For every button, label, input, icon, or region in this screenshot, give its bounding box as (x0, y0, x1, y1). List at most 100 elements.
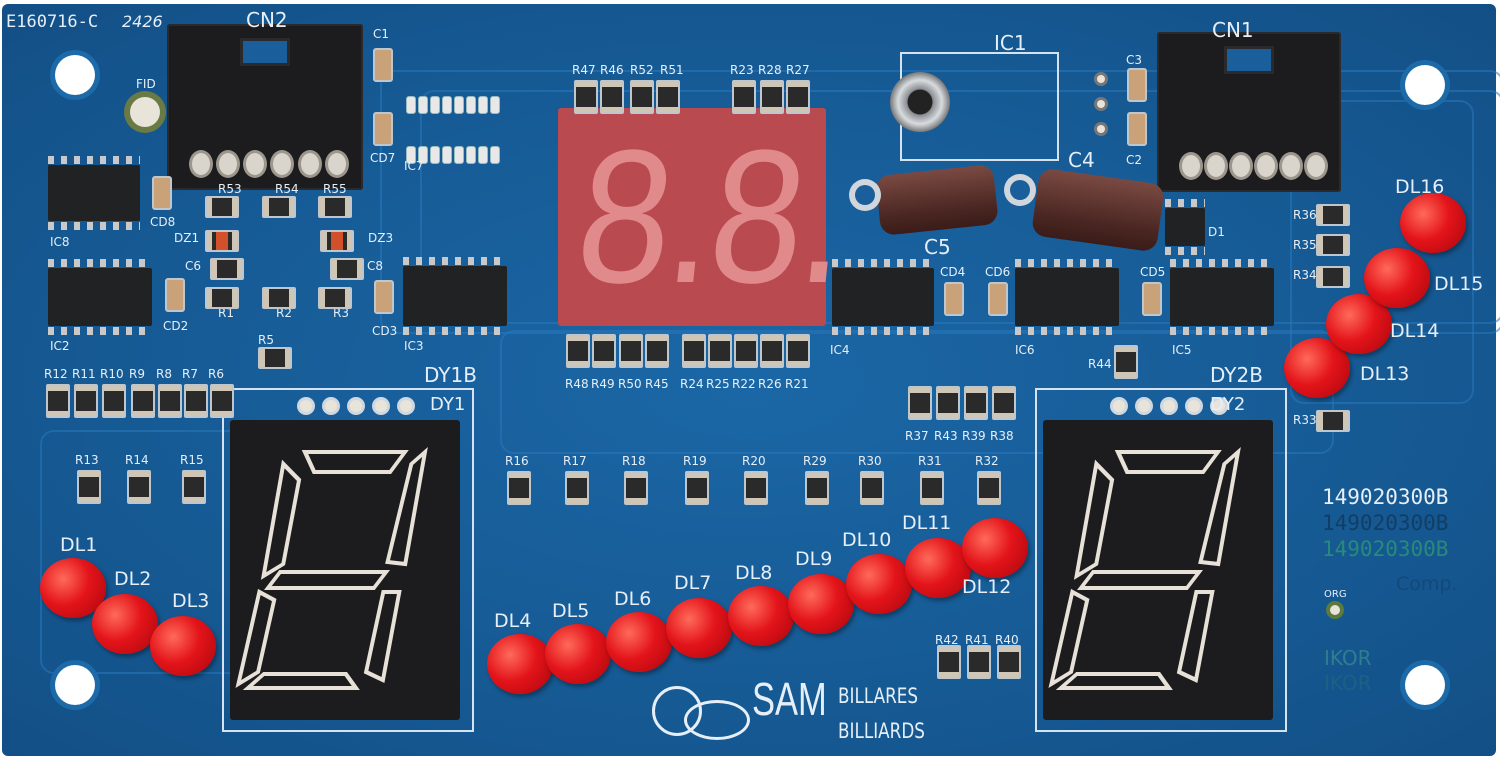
digit-segments (235, 446, 428, 690)
resistor-r48 (566, 334, 590, 368)
silkscreen-label: R35 (1293, 238, 1317, 252)
capacitor-cd2 (165, 278, 185, 312)
board-code: E160716-C (6, 12, 99, 32)
resistor-r41 (967, 645, 991, 679)
ic-pins (403, 327, 507, 335)
silkscreen-label: IC1 (994, 31, 1027, 55)
silkscreen-label: C5 (924, 235, 951, 259)
capacitor-cd5 (1142, 282, 1162, 316)
resistor-r50 (619, 334, 643, 368)
silkscreen-label: C4 (1068, 148, 1095, 172)
silkscreen-label: IC7 (404, 159, 424, 173)
silkscreen-label: IC4 (830, 343, 850, 357)
silkscreen-label: R5 (258, 333, 274, 347)
resistor-r55 (318, 196, 352, 218)
resistor-r23 (732, 80, 756, 114)
pcb-trace (420, 90, 1500, 324)
silkscreen-label: R52 (630, 63, 654, 77)
logo-line1: BILLARES (838, 684, 919, 708)
capacitor-cd4 (944, 282, 964, 316)
led-label: DL7 (674, 572, 712, 594)
display-pin (1113, 400, 1125, 412)
resistor-r54 (262, 196, 296, 218)
silkscreen-label: R54 (275, 182, 299, 196)
silkscreen-label: R30 (858, 454, 882, 468)
ic6-chip (1015, 259, 1119, 335)
display-pin (1188, 400, 1200, 412)
origin-mark (1330, 605, 1340, 615)
resistor-r42 (937, 645, 961, 679)
resistor-r32 (977, 471, 1001, 505)
silkscreen-label: D1 (1208, 225, 1225, 239)
silkscreen-label: R31 (918, 454, 942, 468)
silkscreen-label: R32 (975, 454, 999, 468)
led-dl6 (606, 612, 672, 672)
silkscreen-label: R15 (180, 453, 204, 467)
led-dl4 (487, 634, 553, 694)
led-dl12 (962, 518, 1028, 578)
ic-pins (48, 222, 140, 230)
org-label: ORG (1324, 589, 1347, 600)
fid-label: FID (136, 77, 156, 91)
silkscreen-label: R26 (758, 377, 782, 391)
led-dl8 (728, 586, 794, 646)
led-label: DL9 (795, 548, 833, 570)
silkscreen-label: R53 (218, 182, 242, 196)
silkscreen-label: CD2 (163, 319, 189, 333)
connector-pin (1229, 152, 1253, 180)
resistor-r33 (1316, 410, 1350, 432)
ic7-pad (418, 96, 428, 114)
connector-latch (240, 38, 290, 66)
connector-pin (297, 150, 322, 178)
silkscreen-label: R37 (905, 429, 929, 443)
led-dl7 (666, 598, 732, 658)
silkscreen-label: R39 (962, 429, 986, 443)
resistor-r15 (182, 470, 206, 504)
resistor-r16 (507, 471, 531, 505)
dy2-label: DY2 (1210, 394, 1246, 415)
connector-pin (189, 150, 213, 178)
silkscreen-label: R21 (785, 377, 809, 391)
resistor-r12 (46, 384, 70, 418)
silkscreen-label: IC5 (1172, 343, 1192, 357)
dy1-label: DY1 (430, 394, 466, 415)
center-7seg-display: 8.8. (558, 108, 855, 326)
ic7-pad (490, 96, 500, 114)
silkscreen-label: CD7 (370, 151, 396, 165)
display-pin (1163, 400, 1175, 412)
silkscreen-label: R36 (1293, 208, 1317, 222)
led-dl11 (905, 538, 971, 598)
ic7-pad (490, 146, 500, 164)
resistor-r43 (936, 386, 960, 420)
resistor-r10 (102, 384, 126, 418)
led-label: DL2 (114, 568, 152, 590)
silkscreen-label: R40 (995, 633, 1019, 647)
silkscreen-label: CD3 (372, 324, 398, 338)
diode-d1 (1165, 199, 1205, 255)
silkscreen-label: R7 (182, 367, 198, 381)
comp-label: Comp. (1396, 573, 1458, 595)
ic7-pad (406, 146, 416, 164)
connector-cn2 (167, 24, 363, 190)
silkscreen-label: R41 (965, 633, 989, 647)
resistor-r52 (630, 80, 654, 114)
ic-pins (1165, 199, 1205, 207)
display-pin (375, 400, 387, 412)
capacitor-c5 (875, 163, 999, 237)
resistor-r3 (318, 287, 352, 309)
capacitor-cd8 (152, 176, 172, 210)
resistor-r9 (131, 384, 155, 418)
display-pin (300, 400, 312, 412)
mounting-hole (55, 665, 95, 705)
silkscreen-label: R14 (125, 453, 149, 467)
silkscreen-label: R23 (730, 63, 754, 77)
date-code: 2426 (122, 12, 163, 31)
resistor-r53 (205, 196, 239, 218)
connector-pin (1204, 152, 1228, 180)
pcb-trace (1290, 100, 1474, 404)
mounting-hole (1405, 65, 1445, 105)
led-label: DL4 (494, 610, 532, 632)
ic-pins (48, 327, 152, 335)
mounting-hole (1405, 665, 1445, 705)
